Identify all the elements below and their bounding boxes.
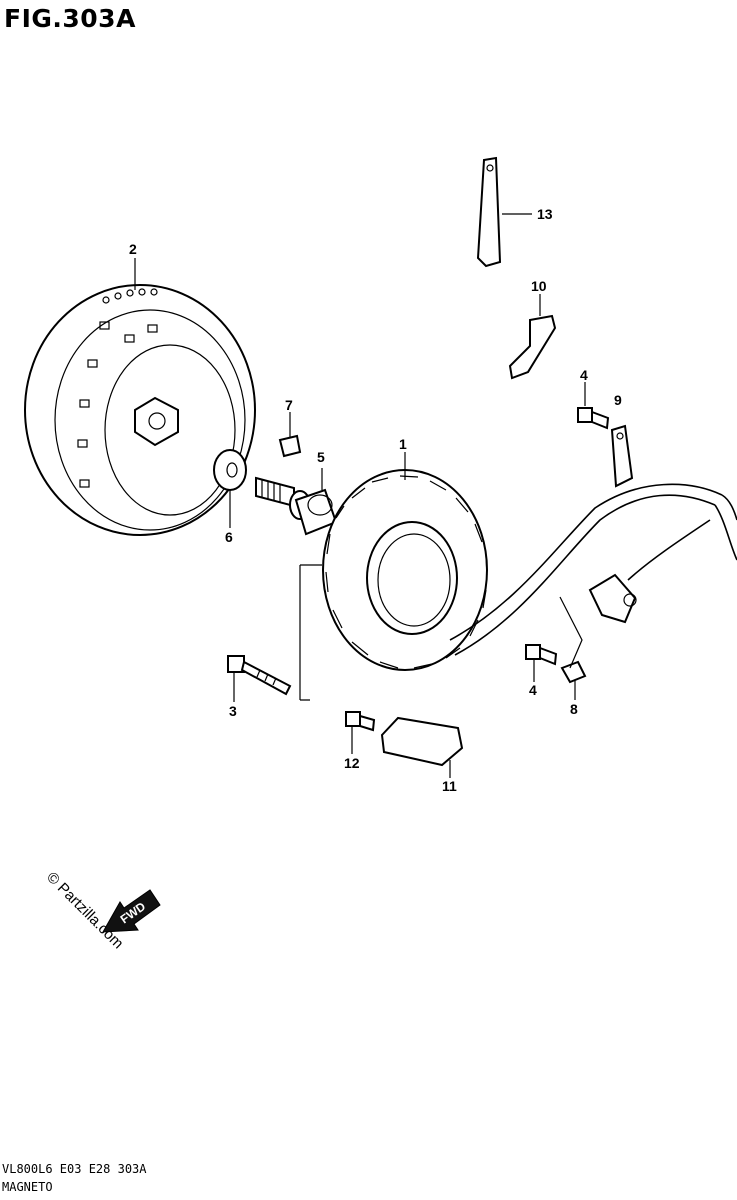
- bolt-lower[interactable]: [525, 644, 558, 666]
- clamp[interactable]: [508, 314, 557, 380]
- clamp-strap[interactable]: [476, 156, 502, 268]
- watermark-text: © Partzilla.com: [43, 869, 126, 952]
- callouts: 1 2 3 4 4 5 6 7 8 9 10 11 12 13: [129, 206, 622, 794]
- callout-9: 9: [614, 392, 622, 408]
- guide-bolt[interactable]: [345, 711, 376, 732]
- stator-bolt[interactable]: [227, 655, 292, 696]
- rotor-flywheel[interactable]: [24, 284, 256, 536]
- callout-3: 3: [229, 703, 237, 719]
- callout-10: 10: [531, 278, 547, 294]
- callout-5: 5: [317, 449, 325, 465]
- wire-harness: [449, 483, 737, 656]
- callout-12: 12: [344, 755, 360, 771]
- fwd-arrow-icon: FWD: [102, 889, 161, 933]
- callout-11: 11: [442, 778, 457, 794]
- wire-guide[interactable]: [380, 716, 464, 767]
- callout-6: 6: [225, 529, 233, 545]
- clamp-bracket[interactable]: [610, 424, 634, 488]
- figure-code: VL800L6 E03 E28 303A: [2, 1162, 147, 1176]
- figure-title: FIG.303A: [4, 4, 136, 33]
- watermark: © Partzilla.com FWD: [43, 869, 161, 952]
- figure-name: MAGNETO: [2, 1180, 53, 1194]
- key[interactable]: [278, 434, 302, 458]
- leader-lines: [134, 213, 586, 778]
- callout-1: 1: [399, 436, 407, 452]
- callout-7: 7: [285, 397, 293, 413]
- callout-8: 8: [570, 701, 578, 717]
- callout-2: 2: [129, 241, 137, 257]
- rotor-bolt[interactable]: [255, 476, 338, 536]
- callout-4-upper: 4: [580, 367, 588, 383]
- stator[interactable]: [322, 469, 488, 671]
- pickup-coil[interactable]: [588, 573, 637, 624]
- bolt-upper[interactable]: [577, 407, 610, 430]
- callout-13: 13: [537, 206, 553, 222]
- washer[interactable]: [213, 449, 247, 491]
- small-clamp[interactable]: [560, 660, 587, 684]
- callout-4-lower: 4: [529, 682, 537, 698]
